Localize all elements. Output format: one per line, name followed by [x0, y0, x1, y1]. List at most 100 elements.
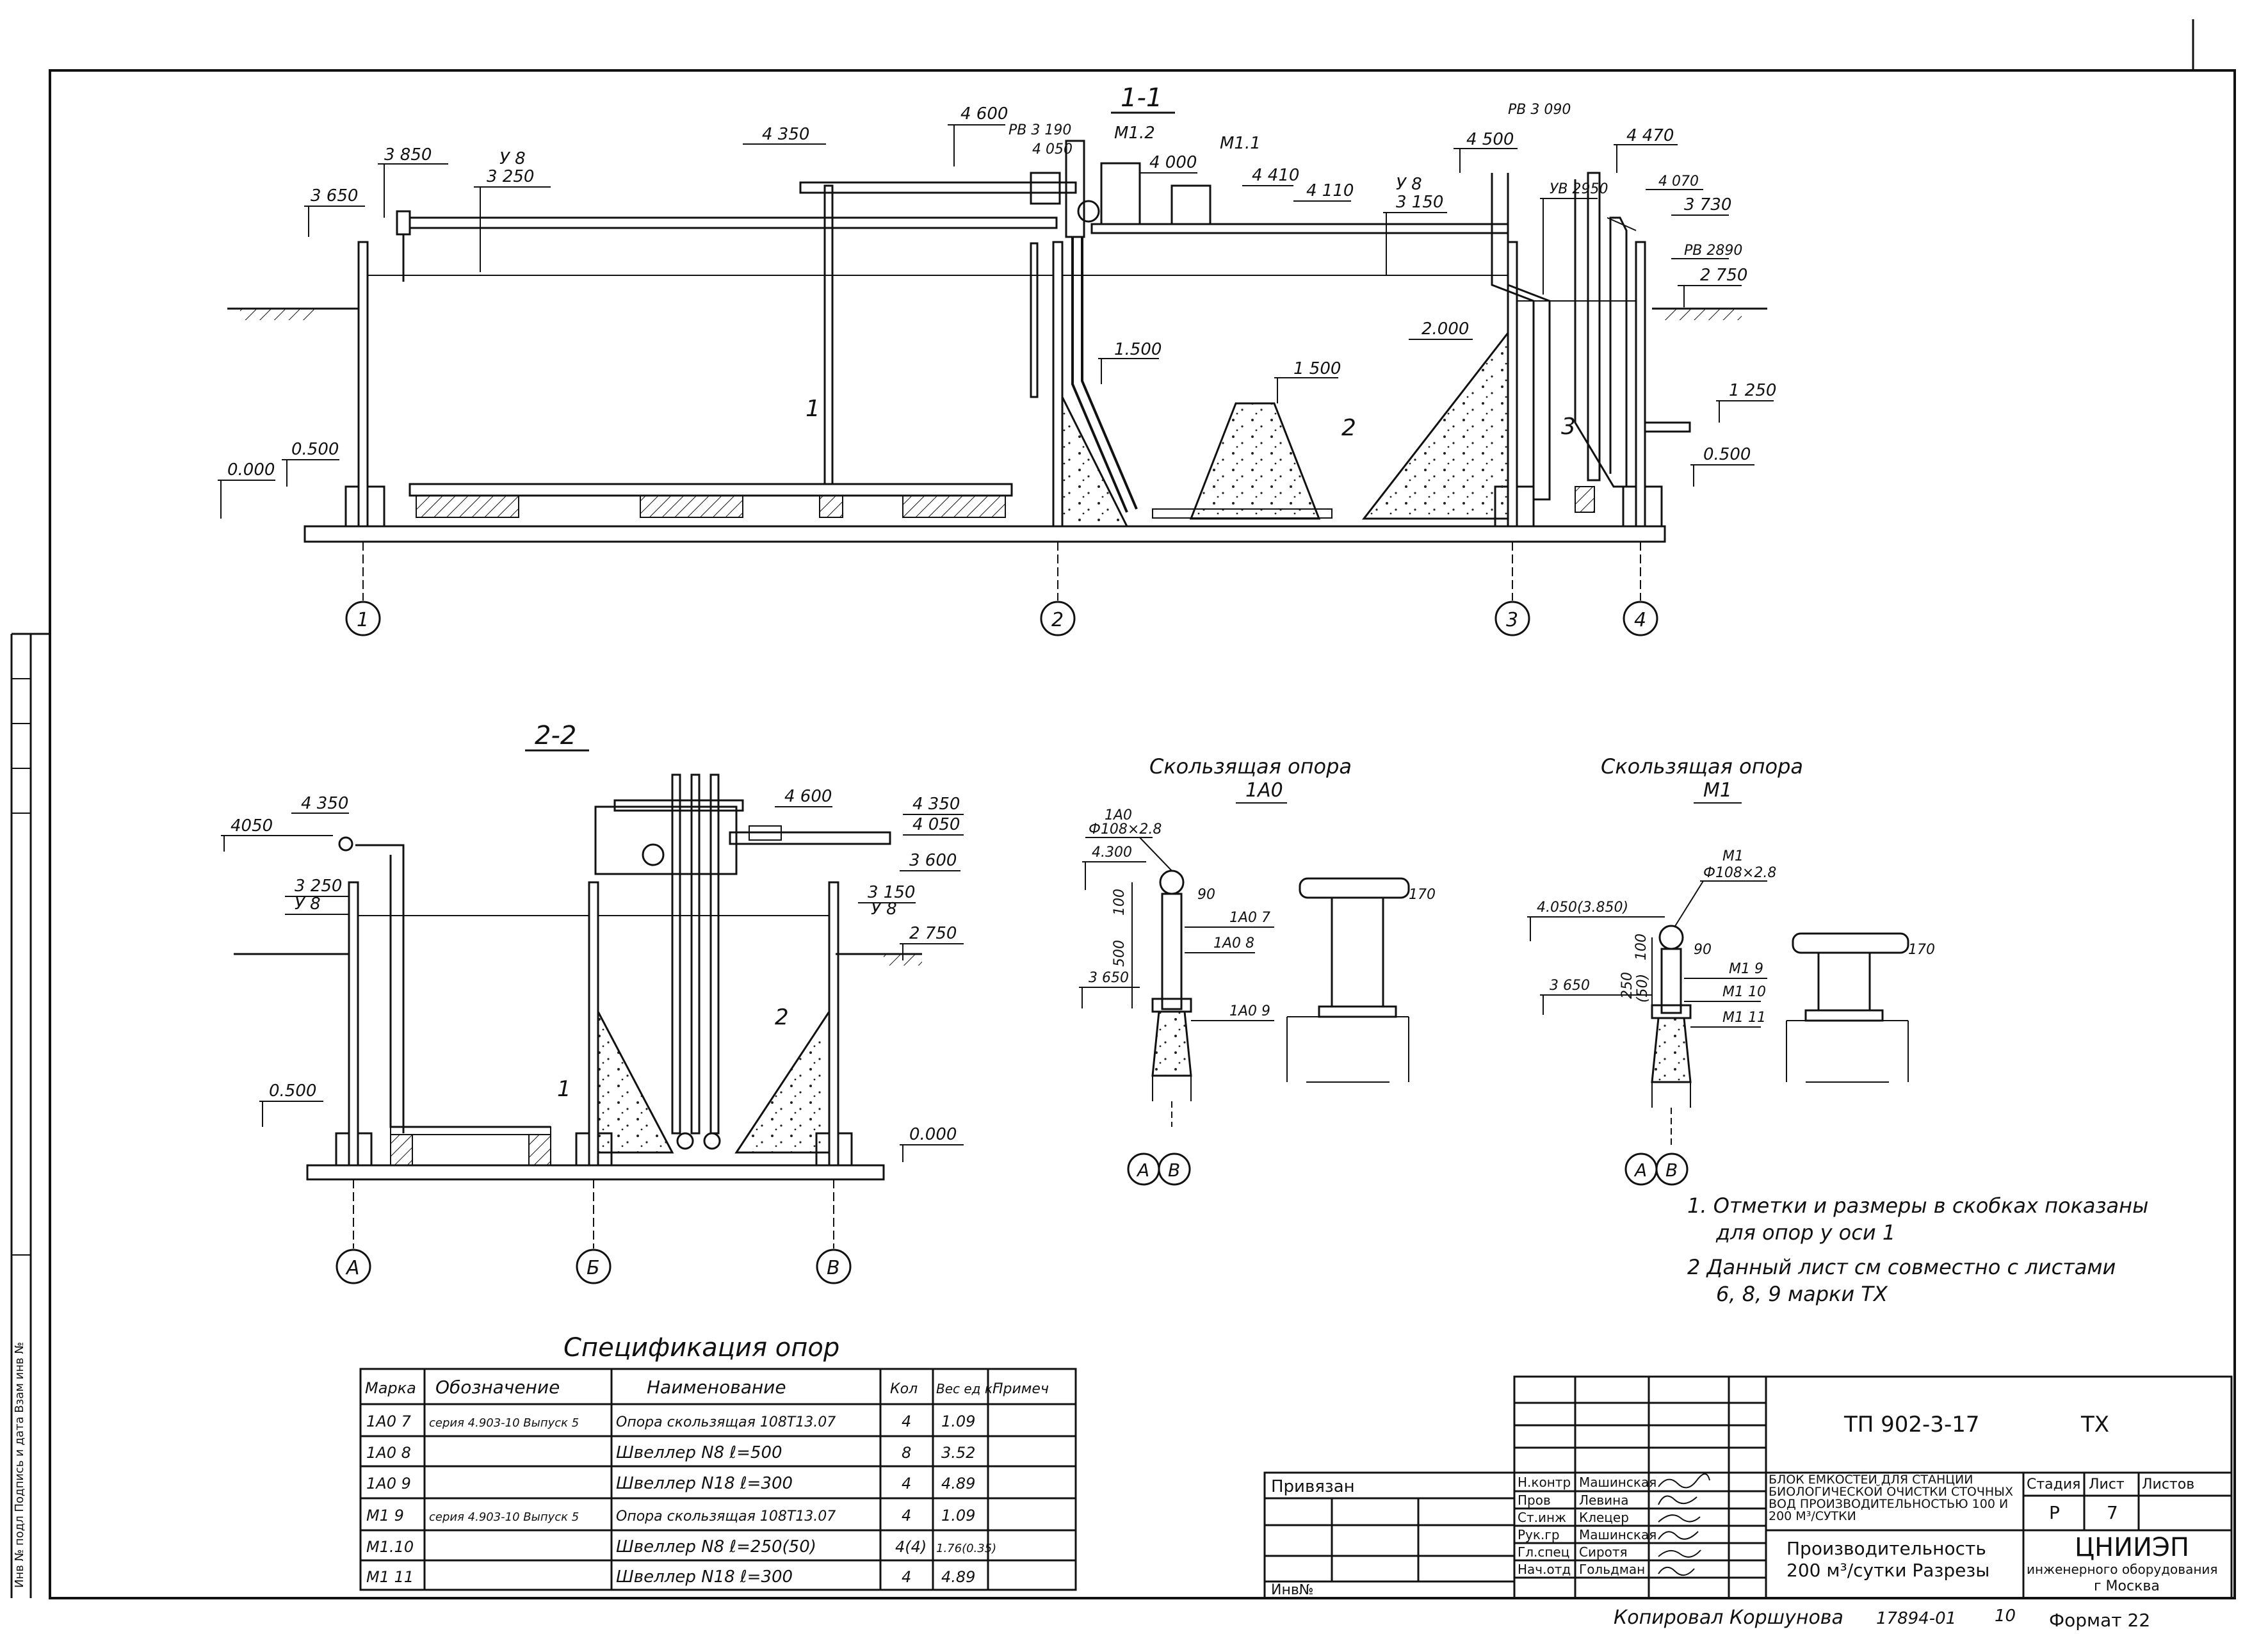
wall-axis-a	[348, 881, 359, 1167]
drawing-mark: ТХ	[2080, 1412, 2109, 1437]
note-line: 1. Отметки и размеры в скобках показаны	[1687, 1193, 2148, 1218]
note-line: 6, 8, 9 марки ТХ	[1716, 1282, 1888, 1306]
table-row: М1 9 серия 4.903-10 Выпуск 5 Опора сколь…	[366, 1507, 975, 1525]
callout: 4.300	[1092, 845, 1132, 861]
level-mark: 2.000	[1422, 320, 1469, 339]
axis-marker: А	[345, 1257, 360, 1279]
sheet-format: Формат 22	[2049, 1610, 2150, 1631]
level-mark: 4 350	[762, 125, 809, 144]
cell-mark: 1А0 8	[366, 1444, 411, 1462]
level-mark: 3 250	[295, 877, 342, 896]
level-mark: 0.000	[227, 460, 275, 480]
cell-qty: 4(4)	[895, 1538, 927, 1556]
section-1-1: 1-1	[218, 83, 1776, 636]
level-mark: 3 150	[1396, 193, 1443, 212]
cell-mark: М1.10	[366, 1538, 414, 1556]
level-mark: 3 650	[311, 186, 358, 206]
cell-mark: М1 11	[366, 1568, 414, 1586]
wall-axis-b	[588, 881, 599, 1167]
object-description: Блок емкостей для станции биологической …	[1769, 1474, 2013, 1523]
stage-value: Р	[2049, 1502, 2060, 1523]
role-name: Клецер	[1579, 1510, 1629, 1525]
level-mark: 4 000	[1149, 153, 1197, 172]
level-mark: 4 070	[1658, 174, 1699, 190]
cell-weight: 4.89	[941, 1568, 975, 1586]
role-label: Рук.гр	[1518, 1527, 1560, 1542]
sheet-number: 7	[2107, 1502, 2118, 1523]
cell-qty: 4	[902, 1507, 911, 1525]
level-mark: 4 410	[1252, 166, 1299, 185]
role-label: Н.контр	[1518, 1475, 1571, 1490]
callout: Ф108×2.8	[1089, 821, 1162, 837]
callout: 1А0	[1105, 807, 1132, 823]
cell-name: Опора скользящая 108Т13.07	[616, 1414, 836, 1430]
wall-axis-1	[357, 241, 369, 528]
role-label: Ст.инж	[1518, 1510, 1566, 1525]
section-2-2-title: 2-2	[535, 721, 576, 750]
level-mark: 3 250	[487, 167, 534, 186]
level-mark: 4 050	[1032, 142, 1073, 158]
note-line: 2 Данный лист см совместно с листами	[1687, 1255, 2116, 1279]
level-mark: У 8	[499, 149, 526, 168]
organization-city: г Москва	[2094, 1578, 2160, 1594]
support-title: Скользящая опора	[1601, 754, 1803, 779]
cell-weight: 1.09	[941, 1412, 975, 1430]
axis-marker: А	[1136, 1160, 1149, 1181]
copied-by: Копировал Коршунова	[1614, 1606, 1843, 1629]
wall-axis-4	[1635, 241, 1646, 528]
level-mark: 4 050	[912, 815, 960, 834]
level-mark: 1.500	[1114, 340, 1162, 359]
cell-mark: М1 9	[366, 1507, 404, 1525]
level-mark: У 8	[1396, 175, 1422, 194]
level-mark: 3 850	[384, 145, 432, 165]
role-label: Нач.отд	[1518, 1562, 1571, 1577]
cell-qty: 4	[902, 1475, 911, 1492]
callout: 90	[1197, 887, 1215, 903]
level-mark: 2 750	[909, 924, 957, 943]
stage-label: Стадия	[2027, 1476, 2080, 1492]
spec-title: Спецификация опор	[563, 1333, 839, 1363]
sheets-label: Листов	[2142, 1476, 2194, 1492]
zone-label-2: 2	[775, 1005, 789, 1030]
sheet-frame	[49, 69, 2236, 1599]
drawing-code: ТП 902-3-17	[1843, 1412, 1979, 1437]
inv-label: Инв№	[1271, 1582, 1314, 1598]
table-row: 1А0 9 Швеллер N18 ℓ=300 4 4.89	[366, 1474, 975, 1493]
organization-subtitle: инженерного оборудования	[2027, 1562, 2217, 1577]
cell-qty: 4	[902, 1568, 911, 1586]
role-label: Гл.спец	[1518, 1544, 1569, 1560]
spec-header: Примеч	[992, 1381, 1049, 1397]
role-label: Пров	[1518, 1492, 1551, 1508]
level-mark: УВ 2950	[1550, 181, 1608, 197]
callout: 4.050(3.850)	[1537, 900, 1628, 916]
section-2-2: 2-2 1 2	[221, 721, 964, 1284]
level-mark: 4 500	[1466, 130, 1514, 149]
axis-marker: В	[827, 1257, 840, 1279]
role-name: Сиротя	[1579, 1544, 1628, 1560]
zone-label-1: 1	[806, 396, 820, 422]
callout: М1 10	[1722, 984, 1766, 1000]
support-1a0-detail: Скользящая опора 1А0 1А0 Ф108×2.8 4.300 …	[1079, 754, 1436, 1186]
role-name: Машинская	[1579, 1475, 1656, 1490]
level-mark: 1 500	[1293, 359, 1341, 378]
level-mark: 4 600	[960, 104, 1008, 124]
callout: 100	[1633, 934, 1649, 960]
axis-marker: В	[1168, 1160, 1180, 1181]
cell-name: Опора скользящая 108Т13.07	[616, 1509, 836, 1525]
zone-label-3: 3	[1561, 414, 1576, 440]
table-row: 1А0 7 серия 4.903-10 Выпуск 5 Опора скол…	[366, 1412, 975, 1430]
axis-marker: Б	[587, 1257, 600, 1279]
organization-name: ЦНИИЭП	[2075, 1533, 2189, 1562]
callout: 3 650	[1089, 970, 1129, 986]
role-name: Гольдман	[1579, 1562, 1645, 1577]
base-slab	[306, 1164, 885, 1181]
support-mark: М1	[1703, 779, 1732, 802]
table-row: 1А0 8 Швеллер N8 ℓ=500 8 3.52	[366, 1443, 975, 1462]
copy-number: 10	[1995, 1606, 2016, 1626]
axis-marker: 1	[357, 609, 369, 631]
cell-designation: серия 4.903-10 Выпуск 5	[429, 1510, 579, 1524]
level-mark: 4 350	[301, 794, 348, 813]
support-title: Скользящая опора	[1149, 754, 1352, 779]
support-mark: 1А0	[1245, 779, 1283, 802]
cell-name: Швеллер N8 ℓ=250(50)	[616, 1537, 816, 1557]
